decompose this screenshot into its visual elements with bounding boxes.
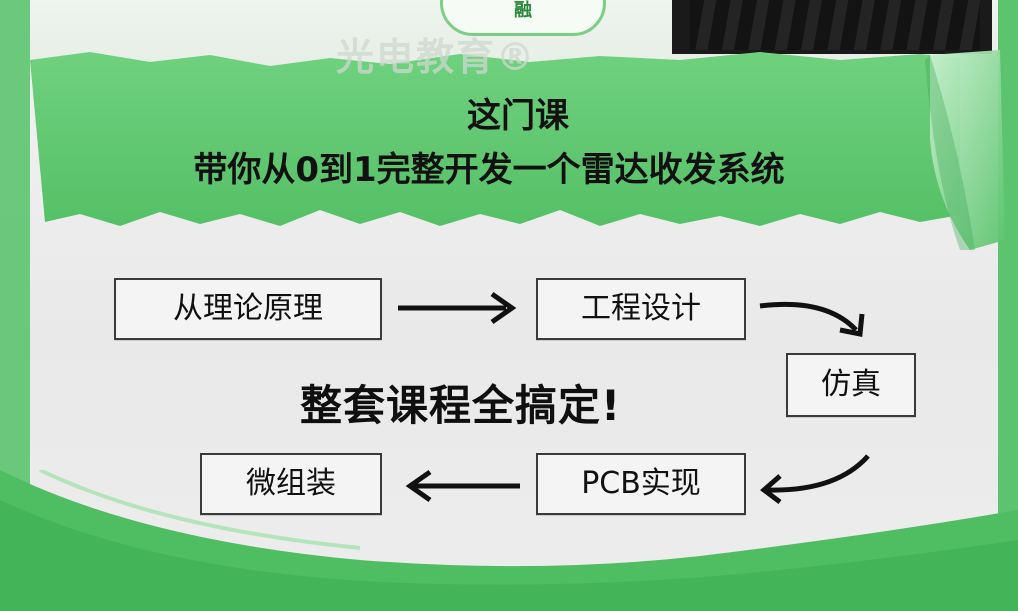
flow-step-theory-label: 从理论原理 — [173, 291, 323, 326]
bottom-green-wave — [0, 470, 1018, 611]
arrow-right-1 — [398, 291, 517, 325]
right-green-edge — [998, 0, 1018, 611]
banner-curl — [930, 50, 1005, 250]
headline-line-2: 带你从0到1完整开发一个雷达收发系统 — [193, 150, 785, 190]
flow-step-theory: 从理论原理 — [114, 278, 382, 340]
flow-step-engineering-label: 工程设计 — [581, 291, 701, 326]
arrow-curve-left — [760, 454, 870, 504]
logo-watermark: 光电教育® — [336, 35, 537, 79]
flow-step-simulation: 仿真 — [786, 353, 916, 417]
flow-step-pcb-label: PCB实现 — [581, 466, 701, 501]
banner-curl-shadow — [925, 55, 975, 250]
flow-step-engineering: 工程设计 — [536, 278, 746, 340]
headline-line-1: 这门课 — [467, 96, 569, 136]
cloud-badge-text: 融 — [514, 0, 532, 21]
banner-shape — [30, 52, 960, 226]
presenter-jacket — [690, 0, 980, 50]
arrow-curve-down — [759, 301, 865, 337]
arrow-left — [405, 469, 520, 503]
flow-step-simulation-label: 仿真 — [821, 367, 881, 402]
flow-step-assembly: 微组装 — [200, 453, 382, 515]
flow-step-pcb: PCB实现 — [536, 453, 746, 515]
flow-step-assembly-label: 微组装 — [246, 466, 336, 501]
center-slogan: 整套课程全搞定! — [300, 381, 622, 430]
